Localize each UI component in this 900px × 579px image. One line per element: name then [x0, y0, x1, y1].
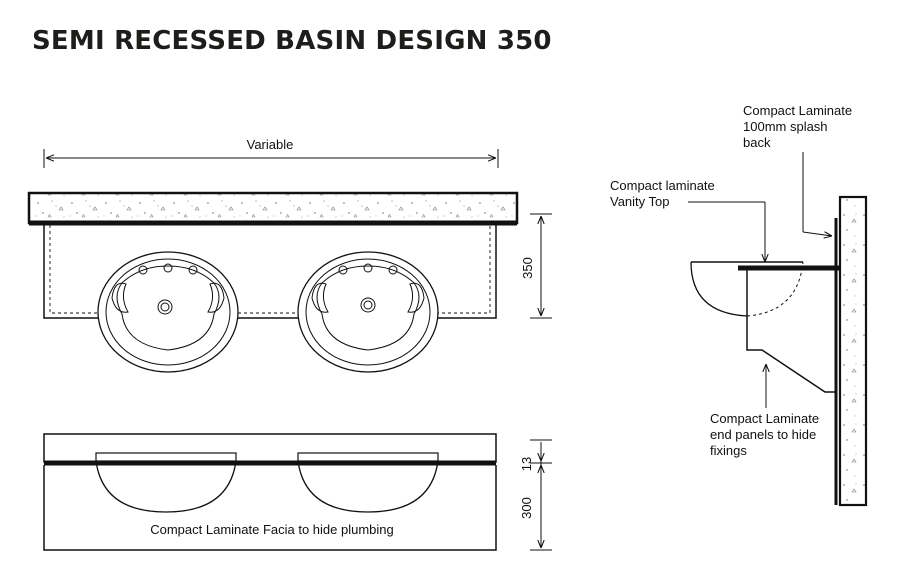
front-view: Compact Laminate Facia to hide plumbing …: [43, 433, 552, 551]
dim-13-label: 13: [519, 457, 534, 471]
splash-back: [838, 195, 868, 507]
basin-front-2: [297, 452, 439, 513]
plan-view: Variable: [27, 137, 552, 373]
facia-label: Compact Laminate Facia to hide plumbing: [150, 522, 394, 537]
dim-300-label: 300: [519, 497, 534, 519]
width-label: Variable: [247, 137, 294, 152]
front-dimensions: 13 300: [519, 439, 552, 551]
width-dimension: Variable: [43, 137, 499, 168]
top-leader: [688, 201, 765, 262]
drawing-title: SEMI RECESSED BASIN DESIGN 350: [32, 26, 552, 56]
vanity-top-label: Compact laminate Vanity Top: [610, 178, 718, 209]
end-panel-label: Compact Laminate end panels to hide fixi…: [710, 411, 823, 458]
side-section: Compact Laminate 100mm splash back Compa…: [610, 103, 868, 507]
basin-front-1: [95, 452, 237, 513]
basin-plan-2: [297, 251, 439, 373]
vanity-top: [27, 191, 519, 225]
basin-plan-1: [97, 251, 239, 373]
splash-leader: [802, 152, 832, 236]
splash-back-label: Compact Laminate 100mm splash back: [743, 103, 856, 150]
depth-label: 350: [520, 257, 535, 279]
depth-dimension: 350: [520, 213, 552, 319]
